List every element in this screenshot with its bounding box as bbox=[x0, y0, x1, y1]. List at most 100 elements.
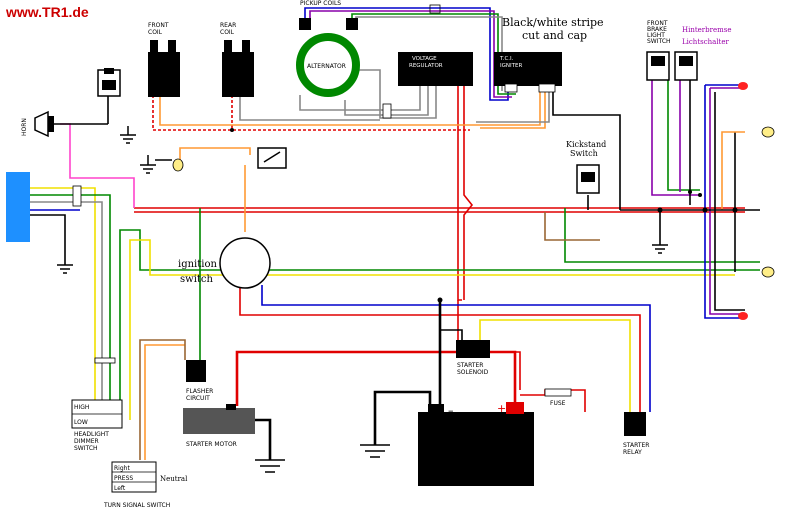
wire-signal-drop-1 bbox=[704, 85, 745, 319]
kickstand-switch: Kickstand Switch bbox=[566, 140, 606, 194]
wire-red-battery-plus bbox=[488, 350, 517, 405]
svg-text:LIGHT: LIGHT bbox=[647, 32, 665, 39]
wire-tci-orange bbox=[480, 90, 546, 129]
front-coil: FRONT COIL bbox=[148, 22, 180, 97]
wire-grey-alt-3 bbox=[355, 69, 437, 119]
svg-text:SWITCH: SWITCH bbox=[74, 445, 98, 452]
svg-text:FRONT: FRONT bbox=[148, 22, 169, 29]
black-white-stripe-note: Black/white stripe cut and cap bbox=[502, 16, 604, 42]
svg-text:FRONT: FRONT bbox=[647, 20, 668, 27]
svg-text:FLASHER: FLASHER bbox=[186, 388, 213, 395]
wire-signal-drop-3 bbox=[714, 92, 745, 311]
junction-dots bbox=[230, 128, 738, 303]
wire-pickup-blue bbox=[304, 7, 509, 101]
wire-orange-coil bbox=[159, 90, 541, 126]
svg-text:FUSE: FUSE bbox=[550, 400, 566, 407]
wire-orange-left bbox=[179, 147, 251, 165]
svg-text:SWITCH: SWITCH bbox=[647, 38, 671, 45]
svg-text:SOLENOID: SOLENOID bbox=[457, 369, 489, 376]
lamps-right bbox=[738, 82, 775, 320]
svg-text:–: – bbox=[448, 404, 454, 417]
ignition-switch: ignition switch bbox=[178, 237, 271, 289]
front-right-signal-lamp bbox=[738, 82, 748, 90]
wire-yellow-long bbox=[129, 239, 735, 420]
headlight-dimmer-switch: HIGH LOW HEADLIGHT DIMMER SWITCH bbox=[71, 399, 123, 452]
wire-battery-ground bbox=[373, 390, 432, 445]
wire-signal-drop-2 bbox=[709, 88, 745, 315]
battery: – + bbox=[418, 402, 534, 486]
rear-brake-light-switch: Hinterbremse Lichtschalter bbox=[674, 26, 732, 81]
wire-headlight-black bbox=[30, 214, 66, 265]
svg-text:HORN: HORN bbox=[21, 118, 28, 136]
front-brake-light-switch: FRONT BRAKE LIGHT SWITCH bbox=[646, 20, 671, 81]
svg-text:BRAKE: BRAKE bbox=[647, 26, 667, 33]
horn: HORN bbox=[21, 110, 54, 138]
wire-brake-purple bbox=[651, 80, 700, 196]
wire-headlight-yellow bbox=[30, 187, 96, 400]
wire-green-right bbox=[564, 208, 760, 263]
svg-text:ignition: ignition bbox=[178, 259, 217, 270]
wire-flasher-brown bbox=[139, 339, 186, 460]
svg-text:Right: Right bbox=[114, 465, 130, 472]
starter-motor: STARTER MOTOR bbox=[183, 404, 255, 448]
turn-signal-switch: Right PRESS Left Neutral TURN SIGNAL SWI… bbox=[103, 461, 188, 509]
svg-text:STARTER: STARTER bbox=[457, 362, 483, 369]
svg-text:VOLTAGE: VOLTAGE bbox=[412, 56, 437, 62]
svg-text:HIGH: HIGH bbox=[74, 404, 89, 411]
wires bbox=[30, 7, 760, 460]
svg-text:Switch: Switch bbox=[570, 149, 598, 158]
svg-text:PICKUP COILS: PICKUP COILS bbox=[300, 0, 341, 7]
svg-text:Lichtschalter: Lichtschalter bbox=[682, 38, 730, 46]
svg-text:HEADLIGHT: HEADLIGHT bbox=[74, 431, 109, 438]
svg-text:+: + bbox=[497, 402, 506, 415]
starter-solenoid: STARTER SOLENOID bbox=[456, 340, 490, 376]
rear-coil: REAR COIL bbox=[220, 22, 254, 97]
svg-text:CIRCUIT: CIRCUIT bbox=[186, 395, 210, 402]
svg-text:DIMMER: DIMMER bbox=[74, 438, 99, 445]
svg-text:STARTER MOTOR: STARTER MOTOR bbox=[186, 441, 237, 448]
wire-pickup-purple bbox=[309, 10, 512, 98]
svg-text:T.C.I.: T.C.I. bbox=[499, 56, 514, 62]
wire-red-main-2 bbox=[463, 85, 474, 300]
svg-text:Hinterbremse: Hinterbremse bbox=[682, 26, 732, 34]
wire-headlight-white bbox=[30, 201, 103, 400]
wire-starter-ground bbox=[255, 418, 272, 460]
svg-text:COIL: COIL bbox=[148, 29, 163, 36]
oil-switch bbox=[257, 147, 287, 169]
svg-text:REGULATOR: REGULATOR bbox=[409, 63, 443, 69]
fuse: FUSE bbox=[544, 388, 572, 407]
brand-logo-text: www.TR1.de bbox=[5, 4, 89, 20]
wire-grey-coil bbox=[239, 95, 380, 121]
wire-flasher-orange bbox=[144, 344, 185, 460]
tci-igniter: T.C.I. IGNITER bbox=[494, 52, 562, 93]
svg-text:IGNITER: IGNITER bbox=[500, 63, 522, 69]
svg-text:Left: Left bbox=[114, 485, 126, 492]
starter-relay: STARTER RELAY bbox=[623, 412, 649, 456]
alternator: ALTERNATOR bbox=[296, 33, 360, 97]
inline-connectors bbox=[72, 103, 392, 364]
svg-text:Neutral: Neutral bbox=[160, 475, 188, 483]
wire-green-long bbox=[119, 229, 760, 400]
svg-text:RELAY: RELAY bbox=[623, 449, 642, 456]
headlight-right-lamp bbox=[761, 126, 775, 138]
ground-symbols bbox=[57, 126, 668, 473]
wire-brake-green bbox=[667, 80, 700, 191]
svg-text:Black/white stripe: Black/white stripe bbox=[502, 16, 604, 29]
wire-red-main bbox=[457, 85, 462, 301]
headlight-blue-block bbox=[6, 172, 30, 242]
svg-text:ALTERNATOR: ALTERNATOR bbox=[307, 63, 346, 70]
rear-right-signal-lamp bbox=[738, 312, 748, 320]
wire-tci-grey bbox=[476, 90, 550, 123]
svg-text:cut and cap: cut and cap bbox=[522, 29, 587, 42]
wire-solenoid-yellow bbox=[479, 319, 631, 412]
wire-brown-right bbox=[544, 212, 600, 241]
wire-headlight-green bbox=[30, 194, 111, 400]
wire-tci-black bbox=[552, 90, 621, 210]
svg-text:STARTER: STARTER bbox=[623, 442, 649, 449]
svg-text:REAR: REAR bbox=[220, 22, 236, 29]
svg-text:Kickstand: Kickstand bbox=[566, 140, 606, 149]
wire-coil-front bbox=[152, 95, 470, 131]
wire-red-starter bbox=[235, 350, 458, 406]
svg-text:COIL: COIL bbox=[220, 29, 235, 36]
